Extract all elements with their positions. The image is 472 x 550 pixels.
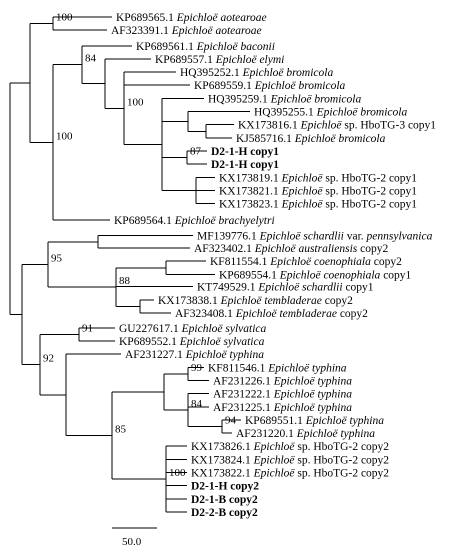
taxon-label: KF811554.1 Epichloë coenophiala copy2 [210, 256, 402, 268]
taxon-label: D2-1-H copy1 [211, 146, 279, 158]
support-value: 85 [115, 424, 127, 436]
support-values: 100 87 100 84 100 88 95 91 99 94 84 100 85 92 [43, 12, 237, 480]
support-value: 99 [191, 362, 203, 374]
taxon-label: KX173819.1 Epichloë sp. HboTG-2 copy1 [219, 172, 417, 184]
support-value: 92 [43, 353, 54, 365]
taxon-label: KX173824.1 Epichloë sp. HboTG-2 copy2 [191, 454, 389, 466]
taxon-label: HQ395252.1 Epichloë bromicola [180, 67, 333, 79]
taxon-label: GU227617.1 Epichloë sylvatica [119, 323, 266, 335]
tree-branches [9, 16, 250, 513]
support-value: 95 [51, 253, 63, 265]
taxon-label: AF323391.1 Epichloë aotearoae [111, 25, 262, 37]
taxon-label: AF231226.1 Epichloë typhina [213, 375, 352, 387]
support-value: 100 [56, 12, 73, 24]
taxon-label: KP689557.1 Epichloë elymi [155, 54, 284, 66]
taxon-label: D2-2-B copy2 [191, 507, 258, 519]
taxon-label: KP689561.1 Epichloë baconii [136, 41, 275, 53]
taxon-label: KX173821.1 Epichloë sp. HboTG-2 copy1 [219, 185, 417, 197]
support-value: 94 [225, 414, 237, 426]
taxon-label: KP689552.1 Epichloë sylvatica [119, 336, 265, 348]
taxon-label: D2-1-H copy1 [211, 159, 279, 171]
taxon-label: KF811546.1 Epichloë typhina [208, 362, 347, 374]
taxon-labels: KP689565.1 Epichloë aotearoaeAF323391.1 … [111, 12, 436, 519]
taxon-label: KP689551.1 Epichloë typhina [245, 415, 384, 427]
taxon-label: KT749529.1 Epichloë schardlii copy1 [197, 282, 374, 294]
scale-bar: 50.0 [112, 527, 157, 548]
taxon-label: HQ395259.1 Epichloë bromicola [208, 93, 361, 105]
taxon-label: KJ585716.1 Epichloë bromicola [236, 133, 386, 145]
taxon-label: KX173838.1 Epichloë tembladerae copy2 [158, 295, 353, 307]
taxon-label: AF323402.1 Epichloë australiensis copy2 [194, 243, 388, 255]
taxon-label: AF323408.1 Epichloë tembladerae copy2 [175, 308, 368, 320]
taxon-label: KP689565.1 Epichloë aotearoae [116, 12, 267, 24]
taxon-label: KX173816.1 Epichloë sp. HboTG-3 copy1 [238, 120, 436, 132]
taxon-label: KP689564.1 Epichloë brachyelytri [114, 215, 275, 227]
support-value: 100 [127, 96, 144, 108]
support-value: 87 [190, 146, 202, 158]
support-value: 84 [85, 53, 97, 65]
scale-bar-label: 50.0 [122, 536, 142, 548]
taxon-label: KP689559.1 Epichloë bromicola [194, 80, 346, 92]
taxon-label: AF231220.1 Epichloë typhina [236, 428, 375, 440]
taxon-label: AF231225.1 Epichloë typhina [213, 402, 352, 414]
taxon-label: D2-1-B copy2 [191, 494, 258, 506]
taxon-label: D2-1-H copy2 [191, 481, 259, 493]
taxon-label: KX173823.1 Epichloë sp. HboTG-2 copy1 [219, 199, 417, 211]
taxon-label: AF231227.1 Epichloë typhina [125, 349, 264, 361]
taxon-label: KX173826.1 Epichloë sp. HboTG-2 copy2 [191, 441, 389, 453]
support-value: 91 [82, 322, 93, 334]
support-value: 100 [169, 467, 186, 479]
support-value: 84 [191, 398, 203, 410]
support-value: 100 [56, 130, 73, 142]
taxon-label: MF139776.1 Epichloë schardlii var. penns… [197, 231, 433, 243]
taxon-label: KX173822.1 Epichloë sp. HboTG-2 copy2 [191, 468, 389, 480]
taxon-label: AF231222.1 Epichloë typhina [213, 389, 352, 401]
taxon-label: HQ395255.1 Epichloë bromicola [254, 107, 407, 119]
support-value: 88 [119, 275, 131, 287]
taxon-label: KP689554.1 Epichloë coenophiala copy1 [219, 269, 412, 281]
